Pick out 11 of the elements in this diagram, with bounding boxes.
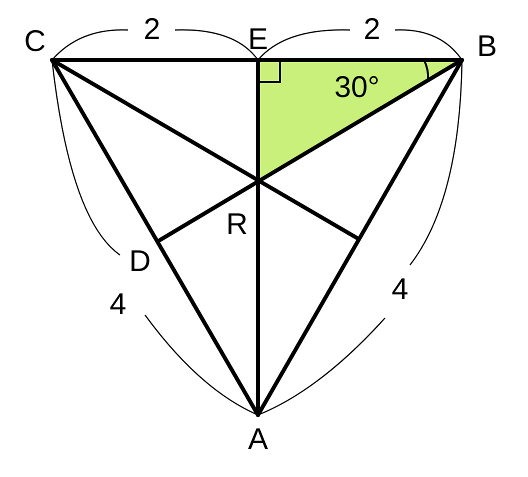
measure-label: 2 [364, 15, 380, 45]
point-label: R [226, 210, 248, 240]
point-label: C [24, 27, 46, 57]
point-label: E [248, 25, 268, 55]
point-label: D [129, 247, 151, 277]
measure-label: 4 [110, 290, 126, 320]
measure-label: 30° [334, 73, 380, 103]
measure-label: 2 [144, 15, 160, 45]
point-label: A [248, 425, 268, 455]
point-label: B [477, 32, 497, 62]
measure-label: 4 [392, 275, 408, 305]
